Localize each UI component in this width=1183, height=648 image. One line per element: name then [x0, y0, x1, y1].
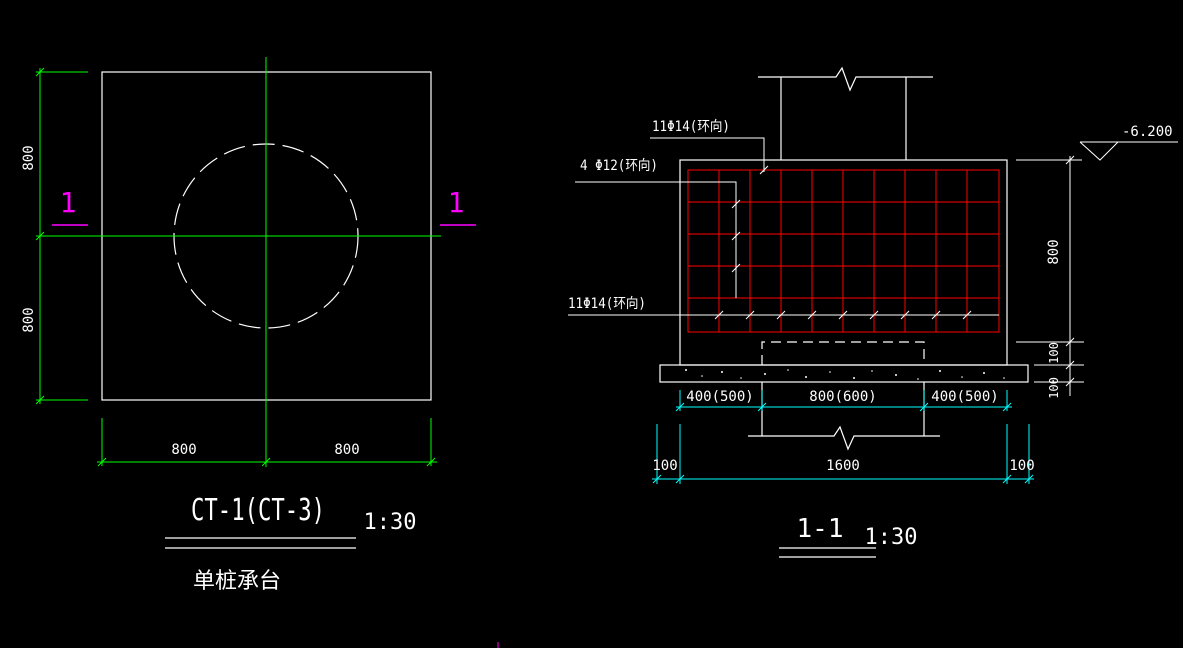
bottom-dimension-line — [97, 418, 437, 467]
section-dim-upper — [675, 390, 1012, 412]
dim-mid-part: 800(600) — [809, 389, 876, 405]
plan-scale: 1:30 — [364, 510, 417, 535]
section-mark-left: 1 — [60, 186, 77, 219]
dim-right-ext: 100 — [1009, 458, 1034, 474]
label-bottom-rebar: 11Φ14(环向) — [568, 296, 646, 312]
plan-subtitle: 单桩承台 — [193, 569, 281, 594]
dim-left-ext: 100 — [652, 458, 677, 474]
dim-total: 1600 — [826, 458, 860, 474]
elevation-marker — [1016, 141, 1178, 161]
dim-bottom-left: 800 — [171, 442, 196, 458]
dim-bottom-right: 800 — [334, 442, 359, 458]
dim-left-bottom: 800 — [21, 307, 37, 332]
column-above — [758, 66, 933, 160]
section-title: 1-1 — [797, 514, 844, 544]
section-view: 11Φ14(环向) 4 Φ12(环向) 11Φ14(环向) — [568, 66, 1178, 558]
dim-left-part: 400(500) — [686, 389, 753, 405]
section-scale: 1:30 — [865, 525, 918, 550]
dim-cushion-1: 100 — [1047, 342, 1061, 364]
rebar-leaders — [568, 137, 999, 320]
label-top-rebar: 11Φ14(环向) — [652, 119, 730, 135]
plan-view: 800 800 800 800 1 1 CT-1(CT-3) 1:30 单桩承台 — [21, 57, 476, 594]
section-mark-right: 1 — [448, 186, 465, 219]
section-dim-lower — [652, 424, 1034, 484]
dim-left-top: 800 — [21, 145, 37, 170]
cushion-layer — [659, 364, 1029, 383]
cushion-speckle — [685, 369, 1005, 380]
right-dimension-line — [1016, 155, 1084, 396]
rebar-cage — [687, 169, 1000, 333]
label-stirrup: 4 Φ12(环向) — [580, 158, 658, 174]
dim-right-part: 400(500) — [931, 389, 998, 405]
elevation-label: -6.200 — [1122, 124, 1173, 140]
left-dimension-line — [35, 67, 88, 405]
dim-cushion-2: 100 — [1047, 377, 1061, 399]
dim-section-height: 800 — [1046, 239, 1062, 264]
plan-title: CT-1(CT-3) — [191, 493, 325, 528]
